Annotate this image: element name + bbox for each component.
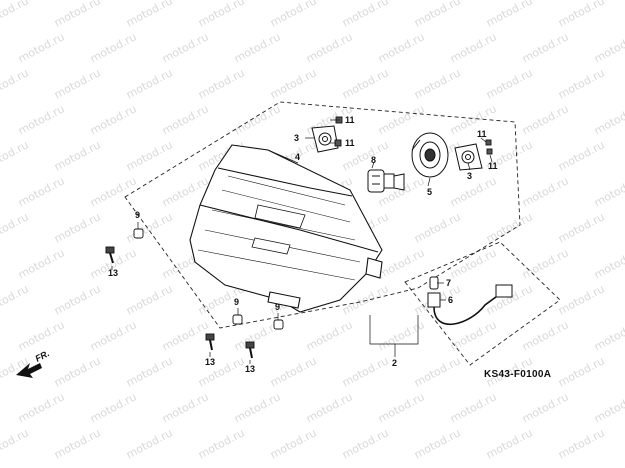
callout-bracket-right: 3 [467,171,473,181]
diagram-code: KS43-F0100A [484,369,552,380]
headlight-bulb [367,169,405,193]
front-direction-arrow [16,363,42,378]
callout-position-socket: 6 [448,295,454,305]
callout-screw-right-b: 11 [488,161,498,171]
bulb-socket-cover [411,132,449,178]
bracket-right [454,143,483,171]
callout-bolt-lower-a: 13 [205,357,216,367]
callout-headlight-unit: 4 [295,152,301,162]
leader-lines [111,119,493,364]
callout-bracket-left: 3 [294,133,300,143]
callout-screw-right-a: 11 [477,129,487,139]
bracket-left [311,125,339,153]
position-light-harness [427,276,513,325]
grommets [133,228,284,330]
callout-bulb: 8 [371,155,377,165]
assembly-outline [124,101,561,366]
headlight-unit [189,144,383,313]
callout-grommet-lower-b: 9 [275,302,281,312]
callout-grommet-upper: 9 [135,210,141,220]
bolts [105,246,255,359]
callout-assembly: 2 [392,358,398,368]
callout-socket-cover: 5 [427,187,433,197]
callout-grommet-lower-a: 9 [234,297,240,307]
callout-bolt-lower-b: 13 [245,364,256,374]
callout-screw-top-a: 11 [345,115,355,125]
callout-position-bulb: 7 [446,278,452,288]
callout-screw-top-b: 11 [345,138,355,148]
callout-bolt-upper: 13 [108,268,119,278]
